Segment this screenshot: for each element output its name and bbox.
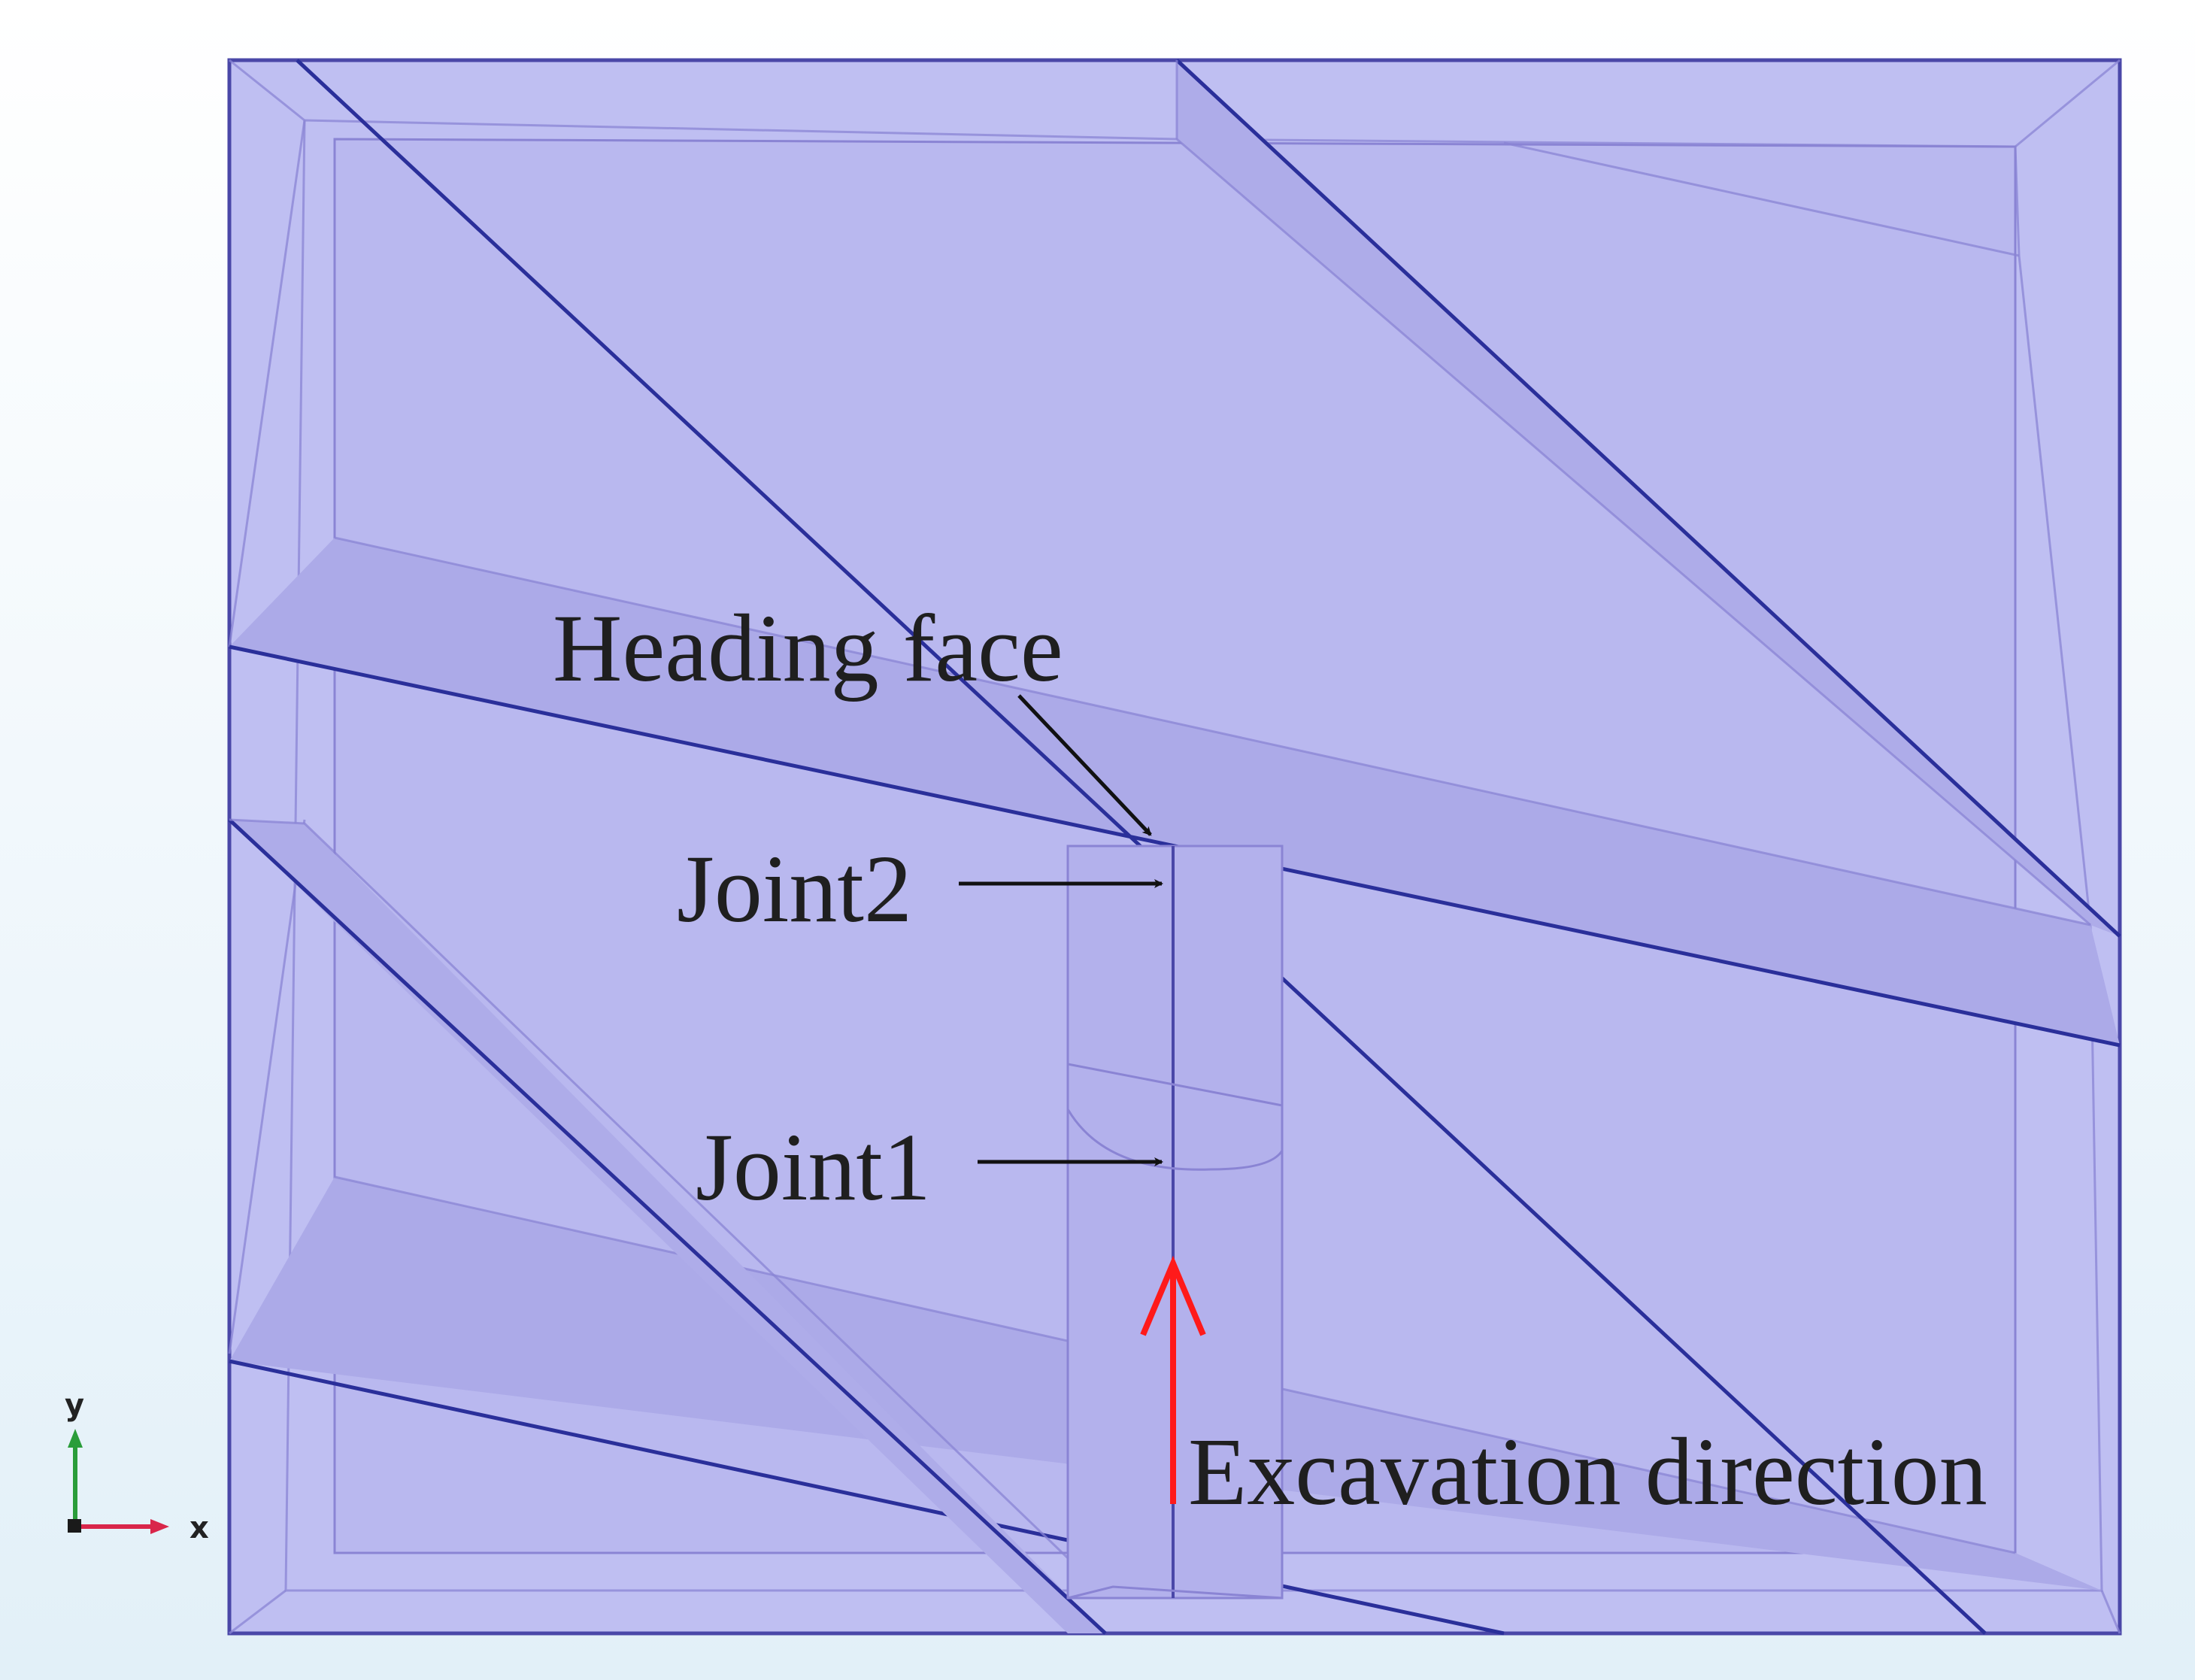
joint-edge xyxy=(1176,138,2091,926)
excavation-direction-label: Excavation direction xyxy=(1188,1418,1987,1525)
y-axis-label: y xyxy=(65,1388,84,1423)
joint-edge xyxy=(1175,59,2121,938)
inner-frame-edge xyxy=(228,120,306,647)
heading-face-label: Heading face xyxy=(553,595,1063,702)
perspective-edge xyxy=(2015,59,2121,148)
excavation-arrow xyxy=(1140,1255,1206,1504)
axis-origin xyxy=(68,1519,81,1533)
joint-edge xyxy=(334,536,2091,926)
x-axis-label: x xyxy=(189,1511,209,1545)
axis-triad: y x xyxy=(65,1388,209,1545)
joint-edge xyxy=(229,818,305,825)
x-axis-arrowhead xyxy=(150,1519,169,1534)
y-axis-arrowhead xyxy=(68,1429,83,1448)
inner-frame-edge xyxy=(228,819,306,1354)
joint-edge xyxy=(1503,141,2020,257)
joint-edge xyxy=(228,818,1107,1635)
joint-edge xyxy=(229,1359,1505,1636)
perspective-edge xyxy=(229,59,305,122)
joint-edge xyxy=(303,822,1107,1596)
inner-frame-edge xyxy=(284,119,2103,1592)
perspective-edge xyxy=(2100,1590,2121,1634)
joint-slab-middle xyxy=(229,538,2120,1045)
joint1-label: Joint1 xyxy=(696,1114,931,1221)
perspective-edge xyxy=(229,1589,287,1635)
heading-face-pointer xyxy=(1017,694,1152,836)
joint2-label: Joint2 xyxy=(677,835,912,942)
